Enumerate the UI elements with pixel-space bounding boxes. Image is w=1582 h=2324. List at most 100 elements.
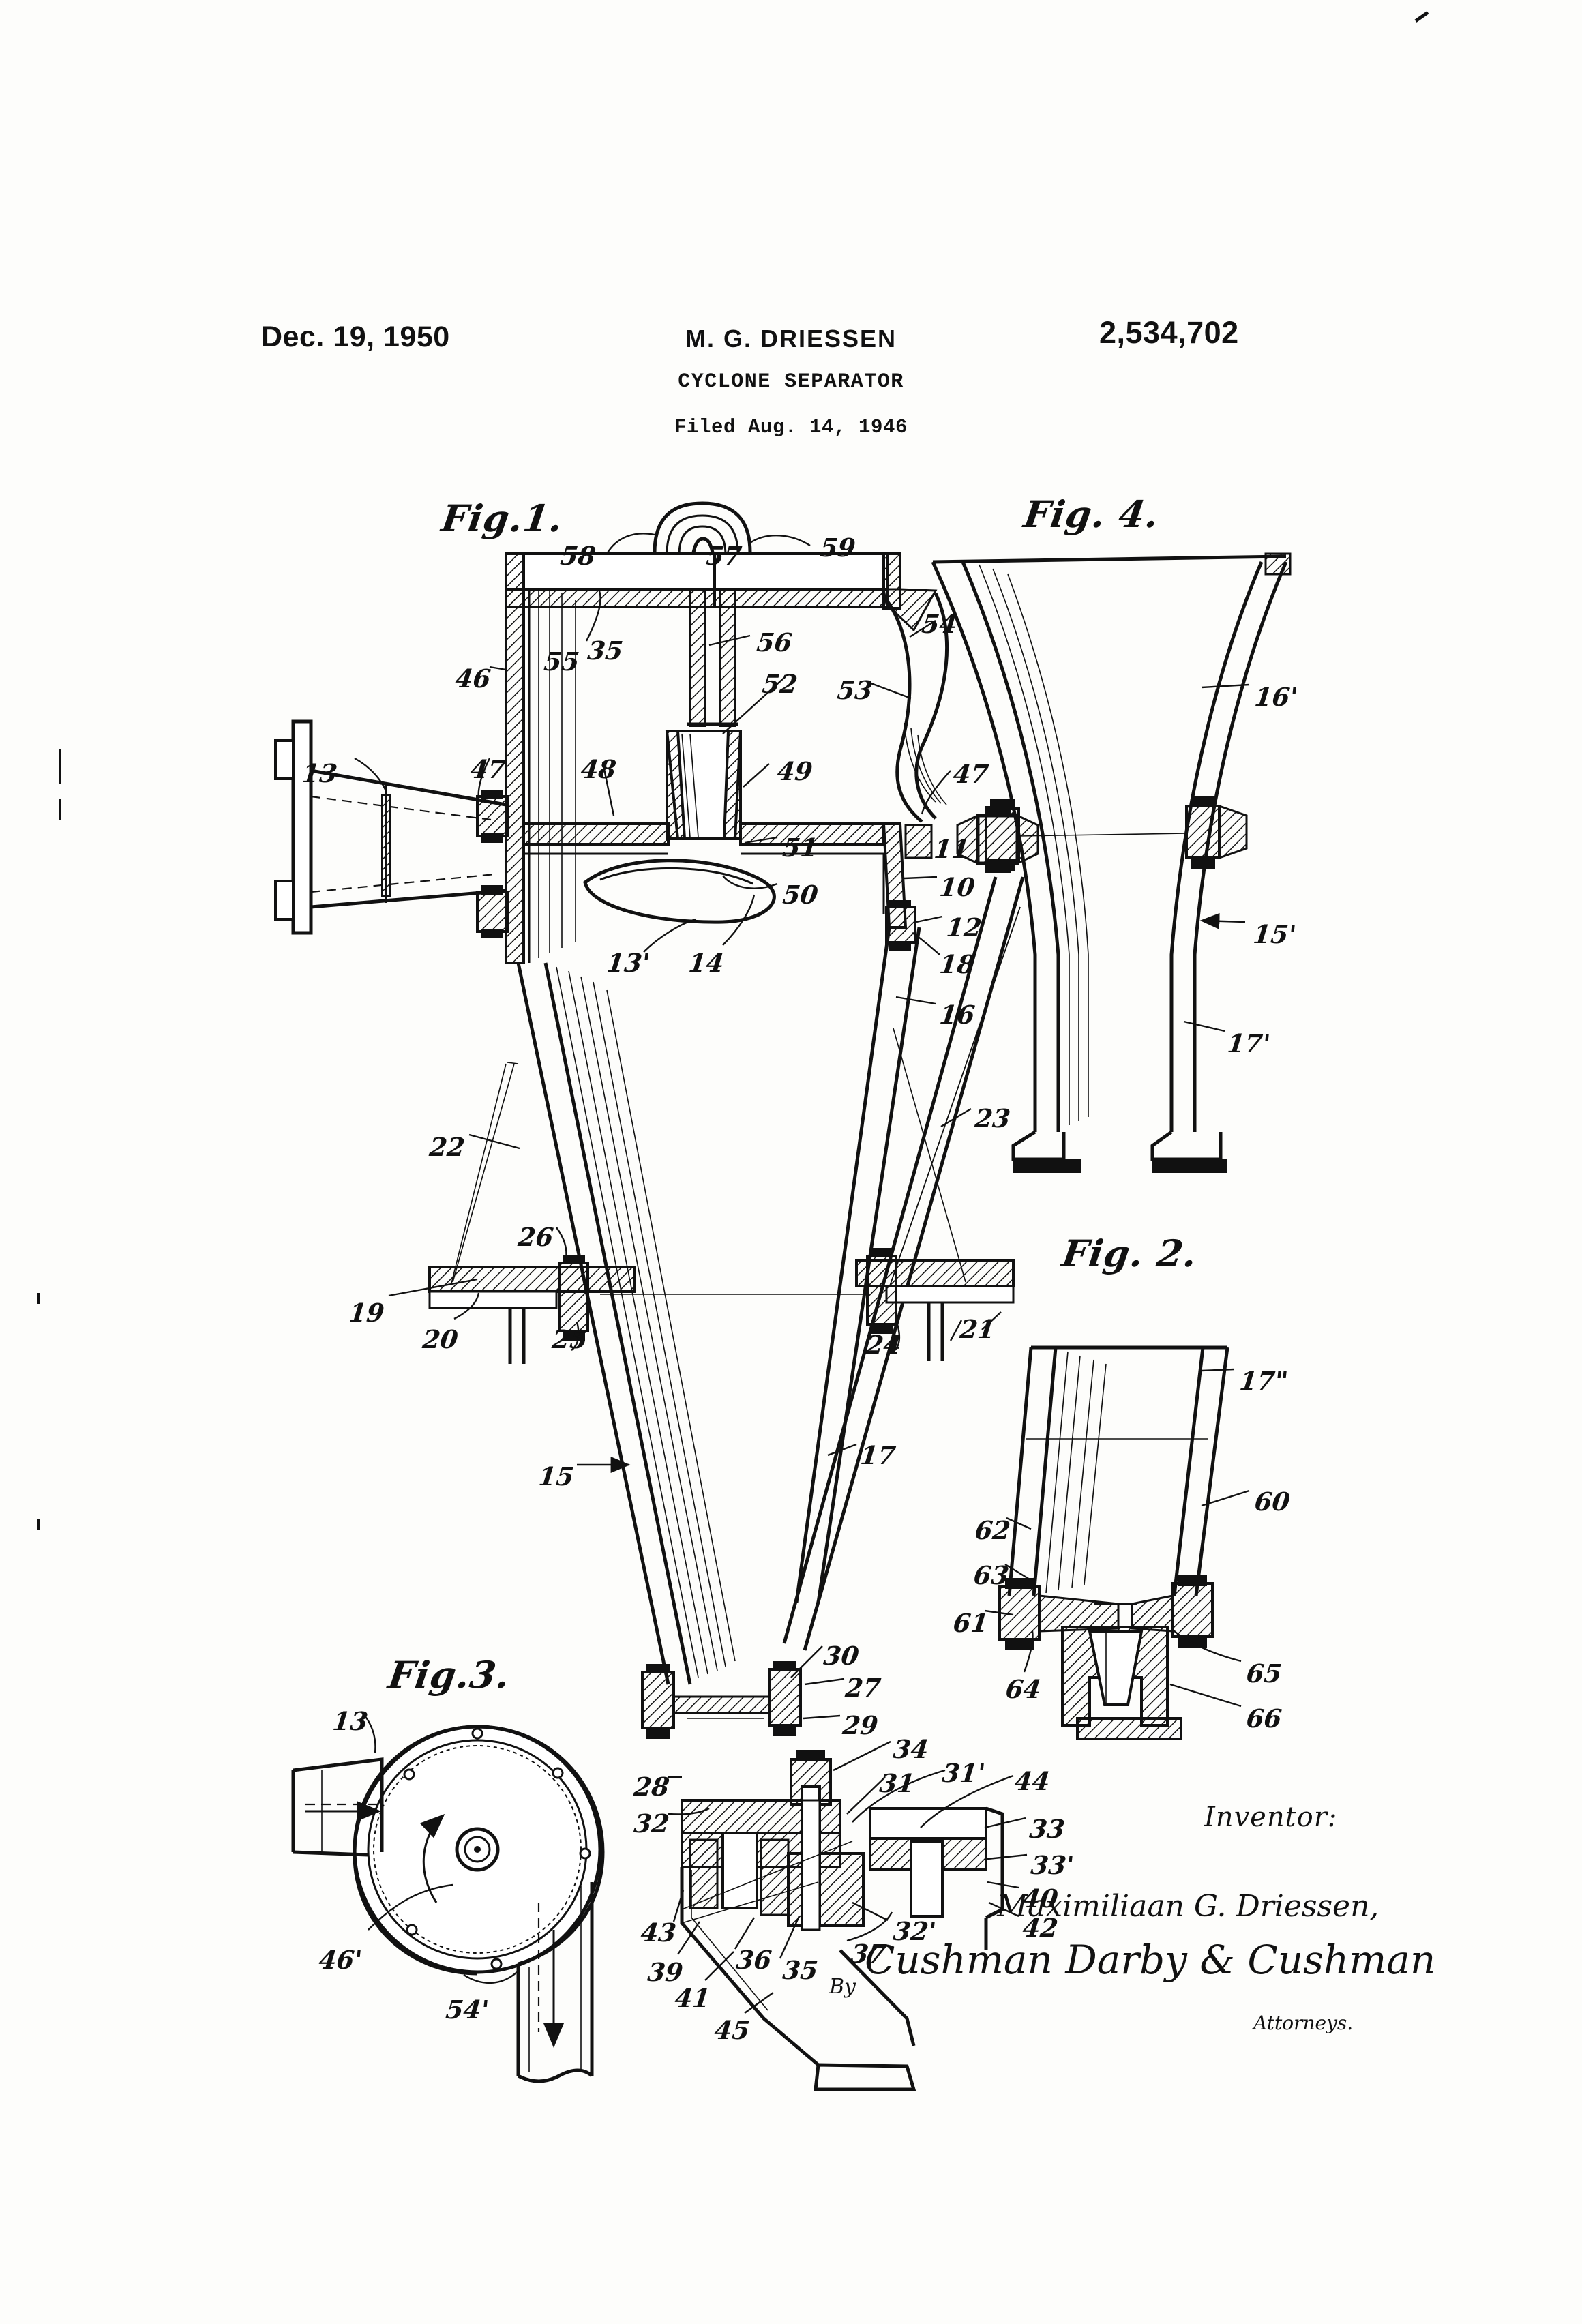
reference-numeral-41: 41: [673, 1983, 712, 2013]
fig4-assembly: [931, 552, 1292, 1173]
fig1-partition-plate: [522, 822, 885, 855]
reference-numeral-21: 21: [958, 1314, 997, 1344]
reference-numeral-17: 17: [859, 1440, 897, 1470]
margin-tick: [59, 749, 61, 784]
margin-tick: [59, 799, 61, 820]
attorney-firm-signature: Cushman Darby & Cushman: [865, 1937, 1436, 1983]
fig1-flange-bolt-lower-left: [476, 885, 509, 938]
fig3-caption: Fig.3.: [385, 1653, 513, 1697]
reference-numeral-44: 44: [1013, 1766, 1051, 1796]
fig3-assembly: [291, 1725, 605, 2083]
attorneys-label: Attorneys.: [1253, 2012, 1354, 2034]
reference-numeral-56: 56: [755, 627, 794, 657]
reference-numeral-31-prime: 31': [940, 1758, 987, 1788]
reference-numeral-51: 51: [781, 833, 820, 863]
reference-numeral-60: 60: [1253, 1487, 1292, 1517]
reference-numeral-36: 36: [734, 1945, 773, 1975]
fig2-caption: Fig. 2.: [1059, 1232, 1201, 1275]
signature-by: By: [829, 1975, 856, 1999]
fig2-assembly: [998, 1345, 1229, 1740]
fig1-support-ring-right: [600, 1248, 1015, 1361]
reference-numeral-33: 33: [1028, 1814, 1066, 1844]
fig4-caption: Fig. 4.: [1021, 492, 1163, 536]
reference-numeral-22: 22: [428, 1132, 466, 1162]
fig1-inner-cone-top: [665, 730, 743, 840]
fig1-caption: Fig.1.: [438, 496, 567, 540]
reference-numeral-54: 54: [920, 609, 959, 639]
reference-numeral-26: 26: [516, 1222, 555, 1252]
patent-title: CYCLONE SEPARATOR: [678, 370, 904, 393]
reference-numeral-53: 53: [835, 675, 874, 705]
leader-lines: [354, 533, 1250, 2014]
reference-numeral-59: 59: [818, 533, 857, 563]
reference-numeral-50: 50: [781, 880, 820, 910]
reference-numeral-30: 30: [822, 1641, 861, 1671]
reference-numeral-62: 62: [973, 1515, 1012, 1545]
reference-numeral-31: 31: [878, 1768, 916, 1798]
reference-numeral-32: 32: [632, 1808, 671, 1838]
inventor-heading: M. G. DRIESSEN: [685, 325, 897, 353]
reference-numeral-58: 58: [558, 541, 597, 571]
fig1-bolt-12: [885, 900, 916, 951]
patent-date: Dec. 19, 1950: [261, 321, 450, 353]
fig1-inlet-vane: [583, 859, 776, 924]
reference-numeral-17-prime: 17': [1225, 1028, 1272, 1058]
reference-numeral-45: 45: [713, 2015, 751, 2045]
inventor-label: Inventor:: [1204, 1802, 1338, 1833]
reference-numeral-61: 61: [951, 1608, 990, 1638]
reference-numeral-55: 55: [542, 646, 581, 676]
filing-date: Filed Aug. 14, 1946: [674, 416, 908, 438]
reference-numeral-28: 28: [632, 1772, 671, 1802]
reference-numeral-64: 64: [1004, 1674, 1043, 1704]
reference-numeral-33-prime: 33': [1029, 1850, 1076, 1880]
reference-numeral-46-prime: 46': [317, 1945, 364, 1975]
reference-numeral-25: 25: [550, 1324, 589, 1354]
fig1-scroll-inlet: [882, 588, 949, 823]
reference-numeral-15: 15: [537, 1461, 576, 1491]
reference-numeral-11: 11: [932, 834, 971, 864]
reference-numeral-47: 47: [951, 759, 990, 789]
reference-numeral-24: 24: [864, 1330, 903, 1360]
reference-numeral-63: 63: [972, 1560, 1011, 1590]
reference-numeral-18: 18: [938, 949, 976, 979]
fig1-outer-housing: [505, 552, 576, 964]
patent-number: 2,534,702: [1099, 315, 1239, 350]
reference-numeral-14: 14: [687, 948, 726, 978]
fig1-apex-assembly: [641, 1661, 1004, 2091]
reference-numeral-16-prime: 16': [1253, 682, 1300, 712]
reference-numeral-46: 46: [453, 664, 492, 694]
reference-numeral-57: 57: [704, 541, 743, 571]
reference-numeral-29: 29: [841, 1710, 880, 1740]
reference-numeral-49: 49: [775, 756, 814, 786]
fig1-support-ring-left: [428, 1255, 636, 1364]
fig1-bolt-11: [904, 824, 933, 859]
reference-numeral-35: 35: [781, 1955, 820, 1985]
reference-numeral-48: 48: [579, 754, 618, 784]
reference-numeral-27: 27: [844, 1673, 882, 1703]
reference-numeral-34: 34: [891, 1734, 930, 1764]
reference-numeral-35: 35: [586, 636, 625, 666]
inventor-signature: Maximiliaan G. Driessen,: [997, 1889, 1379, 1924]
reference-numeral-66: 66: [1244, 1703, 1283, 1733]
reference-numeral-13-prime: 13': [605, 948, 652, 978]
reference-numeral-13: 13: [300, 758, 339, 788]
reference-numeral-16: 16: [938, 1000, 976, 1030]
reference-numeral-10: 10: [938, 872, 976, 902]
fig1-flange-bolt-upper-left: [476, 790, 509, 843]
sheet-header: Dec. 19, 1950 2,534,702 M. G. DRIESSEN C…: [0, 315, 1582, 457]
reference-numeral-23: 23: [973, 1103, 1012, 1133]
reference-numeral-12: 12: [944, 912, 983, 942]
reference-numeral-43: 43: [639, 1918, 678, 1948]
reference-numeral-13: 13: [331, 1706, 370, 1736]
reference-numeral-52: 52: [760, 669, 799, 699]
fig1-inlet-nozzle: [274, 719, 507, 935]
reference-numeral-47: 47: [468, 754, 507, 784]
reference-numeral-20: 20: [421, 1324, 460, 1354]
reference-numeral-19: 19: [347, 1298, 386, 1328]
reference-numeral-65: 65: [1244, 1658, 1283, 1688]
reference-numeral-15-prime: 15': [1251, 919, 1298, 949]
fig1-vortex-finder: [687, 588, 738, 727]
reference-numeral-17: 17": [1238, 1366, 1290, 1396]
